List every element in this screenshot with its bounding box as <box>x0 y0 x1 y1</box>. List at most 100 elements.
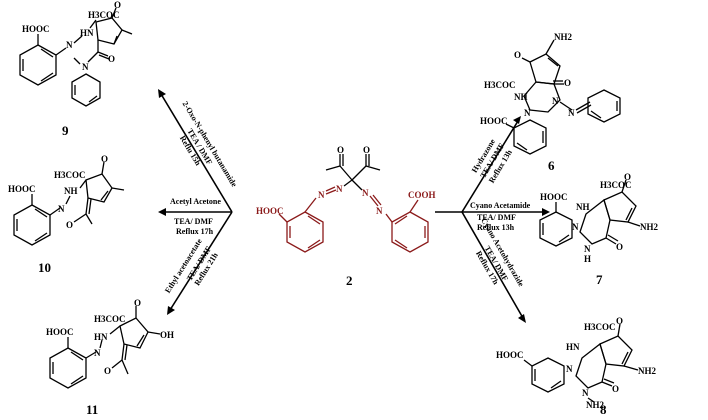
bond <box>351 165 367 181</box>
compound-9-o-top: O <box>114 0 121 10</box>
compound-7-nh: NH <box>576 202 590 212</box>
bond <box>97 51 109 57</box>
bond <box>99 339 103 349</box>
compound-11-o-top: O <box>134 298 141 308</box>
bond <box>88 95 98 103</box>
bond <box>521 57 531 63</box>
bond <box>545 39 555 55</box>
bond <box>385 213 393 223</box>
compound-7-number: 7 <box>596 272 603 287</box>
reagent-to-7: Cyano Acetamide <box>470 201 531 210</box>
compound-6-phenyl <box>587 89 621 123</box>
bond <box>121 359 129 375</box>
compound-10-acid: HOOC <box>8 184 36 194</box>
time-to-7: Reflux 13h <box>477 223 515 232</box>
bond <box>558 234 570 243</box>
bond <box>559 101 573 111</box>
reagent-to-10: Acetyl Acetone <box>170 197 221 206</box>
compound-10-number: 10 <box>38 260 51 275</box>
compound-8-acetyl: H3COC <box>584 322 616 332</box>
compound-6-nh2: NH2 <box>554 32 573 42</box>
bond <box>85 351 97 359</box>
compound-8-nh2: NH2 <box>638 366 657 376</box>
bond <box>73 35 83 44</box>
bond <box>351 179 363 191</box>
bond <box>101 161 105 175</box>
bond <box>523 359 533 367</box>
compound-11-o-ring: O <box>104 366 111 376</box>
compound-6-benzoic <box>513 119 547 155</box>
compound-9-acid: HOOC <box>22 24 50 34</box>
compound-9-number: 9 <box>62 123 69 138</box>
compound-2-azo-n2: N <box>336 184 343 194</box>
compound-7-pyridazine <box>579 198 611 245</box>
bond <box>278 213 288 223</box>
compound-9-cyclopentenone <box>95 17 123 45</box>
condition-to-6: Hydrazone TEA/ DMF Reflux 13h <box>470 137 514 185</box>
bond <box>307 239 321 249</box>
compound-11-nh: HN <box>94 332 108 342</box>
bond <box>136 334 145 347</box>
compound-8-number: 8 <box>600 402 607 417</box>
compound-6-o-ring: O <box>564 78 571 88</box>
bond <box>325 186 336 192</box>
bond <box>89 19 97 29</box>
bond <box>365 165 381 171</box>
compound-10-n1: N <box>58 204 65 214</box>
bond <box>607 234 619 242</box>
bond <box>109 325 121 335</box>
compound-2-number: 2 <box>346 273 353 288</box>
arrow-to-8 <box>461 211 524 319</box>
bond <box>111 187 125 191</box>
bond <box>70 351 84 361</box>
compound-6-n3: N <box>568 108 575 118</box>
bond <box>73 57 81 65</box>
compound-7-n2: N <box>584 244 591 254</box>
arrowhead-to-7 <box>542 208 550 216</box>
compound-8-o-top: O <box>616 316 623 326</box>
bond <box>98 54 110 60</box>
compound-6-n1: N <box>524 108 531 118</box>
bond <box>111 359 123 369</box>
compound-6-acid: HOOC <box>480 116 508 126</box>
bond <box>85 213 93 225</box>
bond <box>87 51 99 63</box>
compound-7: O NH2 H3COC O NH N N H HOOC 7 <box>539 172 659 287</box>
condition-to-9: 2-Oxo-N-phenyl butanamide TEA / DMF Refl… <box>178 100 239 189</box>
compound-2-azo-n3: N <box>362 188 369 198</box>
compound-2-acid-left: HOOC <box>256 206 284 216</box>
bond <box>65 195 71 205</box>
compound-8-o-ring: O <box>612 384 619 394</box>
condition-to-10: Acetyl Acetone TEA/ DMF Reflux 17h <box>170 197 221 236</box>
bond <box>121 29 133 35</box>
compound-10-acetyl: H3COC <box>54 170 86 180</box>
bond <box>88 198 92 215</box>
condition-to-7: Cyano Acetamide TEA/ DMF Reflux 13h <box>470 201 531 232</box>
bond <box>372 194 382 206</box>
compound-9-phenyl <box>71 73 101 107</box>
time-to-10: Reflux 17h <box>176 227 214 236</box>
bond <box>40 48 54 58</box>
bond <box>73 213 87 223</box>
compound-11-cyclopentene <box>119 317 149 349</box>
compound-10: HOOC N NH H3COC O O 10 <box>8 154 125 275</box>
compound-11-acid: HOOC <box>46 327 74 337</box>
compound-11-number: 11 <box>86 402 98 417</box>
compound-8-n1: N <box>566 364 573 374</box>
bond <box>113 35 118 45</box>
compound-10-o-top: O <box>101 154 108 164</box>
compound-10-benzene <box>13 204 51 246</box>
bond <box>516 142 528 151</box>
compound-2-azo-n4: N <box>376 206 383 216</box>
compound-10-nh: NH <box>64 186 78 196</box>
compound-7-acetyl: H3COC <box>600 180 632 190</box>
compound-2-o1: O <box>337 145 344 155</box>
bond <box>55 47 67 56</box>
bond <box>617 323 621 337</box>
bond <box>621 351 629 365</box>
compound-11-n1: N <box>94 348 101 358</box>
compound-7-nh2: NH2 <box>640 222 659 232</box>
compound-7-acid: HOOC <box>540 192 568 202</box>
compound-7-benzoic <box>539 211 573 247</box>
